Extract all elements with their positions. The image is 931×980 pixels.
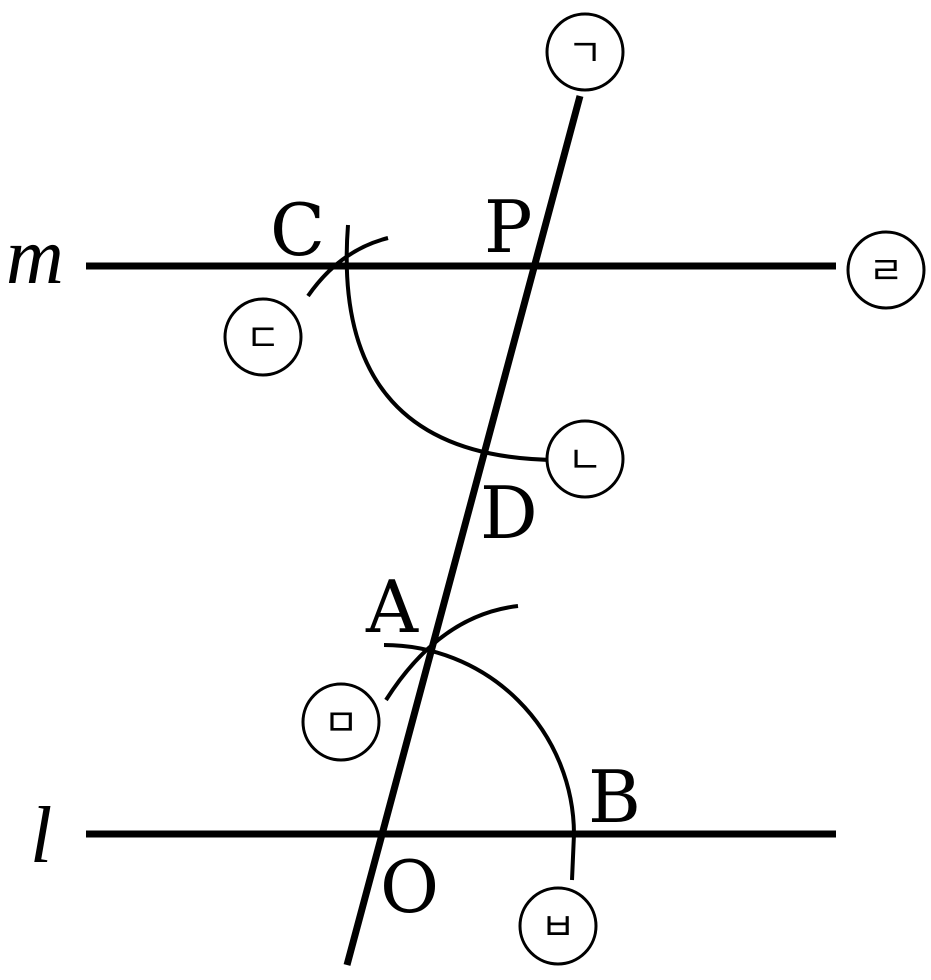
arc-CD-centered-P [344, 224, 561, 462]
point-label-A: A [365, 565, 419, 649]
point-label-O: O [380, 845, 439, 929]
transversal-line-OP [343, 95, 584, 966]
step-marker-5-text: ㅁ [324, 701, 359, 745]
step-marker-3: ㄷ [223, 297, 303, 377]
step-marker-4: ㄹ [846, 230, 926, 310]
arc-through-C-centered-D [306, 236, 389, 298]
step-marker-1: ㄱ [545, 12, 625, 92]
step-marker-6: ㅂ [518, 886, 598, 966]
step-marker-4-text: ㄹ [869, 249, 904, 293]
point-label-C: C [270, 188, 325, 272]
step-marker-2: ㄴ [545, 419, 625, 499]
point-label-P: P [484, 185, 532, 269]
step-marker-1-text: ㄱ [568, 31, 603, 75]
step-marker-3-text: ㄷ [246, 316, 281, 360]
step-marker-6-text: ㅂ [541, 905, 576, 949]
line-label-m: m [6, 213, 64, 301]
point-label-B: B [588, 755, 641, 839]
line-label-l: l [30, 792, 52, 880]
point-label-D: D [480, 471, 538, 555]
step-marker-2-text: ㄴ [568, 438, 603, 482]
step-marker-5: ㅁ [301, 682, 381, 762]
arc-through-A-centered-B [384, 604, 519, 702]
